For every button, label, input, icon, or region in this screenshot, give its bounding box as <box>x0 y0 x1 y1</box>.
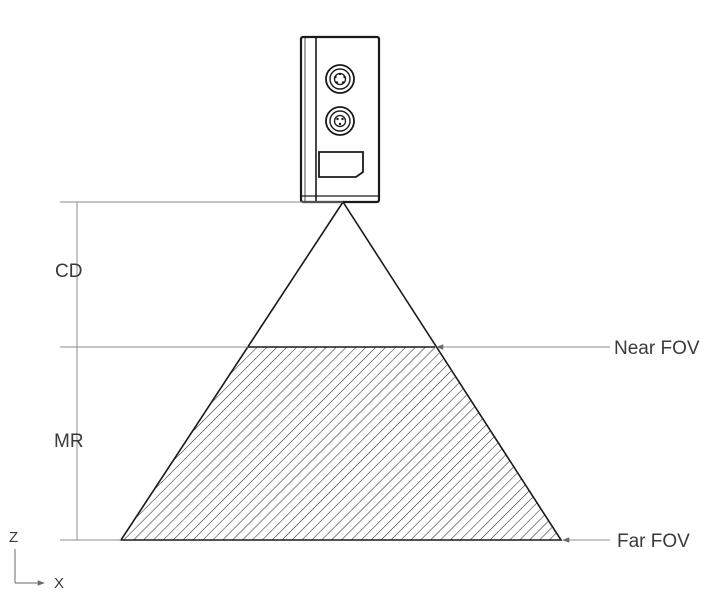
axis-z-label: Z <box>9 529 18 546</box>
camera-icon <box>299 35 381 204</box>
mr-label: MR <box>54 431 84 452</box>
near-fov-label: Near FOV <box>614 338 700 359</box>
connector-port-icon <box>325 64 355 94</box>
camera-window <box>318 151 364 178</box>
axis-indicator: Z X <box>9 529 64 592</box>
cd-label: CD <box>55 261 82 282</box>
far-fov-label: Far FOV <box>617 531 690 552</box>
axis-x-label: X <box>54 575 64 592</box>
connector-port-icon <box>325 106 355 136</box>
fov-cone-outline <box>119 200 563 541</box>
measurement-range-area <box>121 347 561 540</box>
